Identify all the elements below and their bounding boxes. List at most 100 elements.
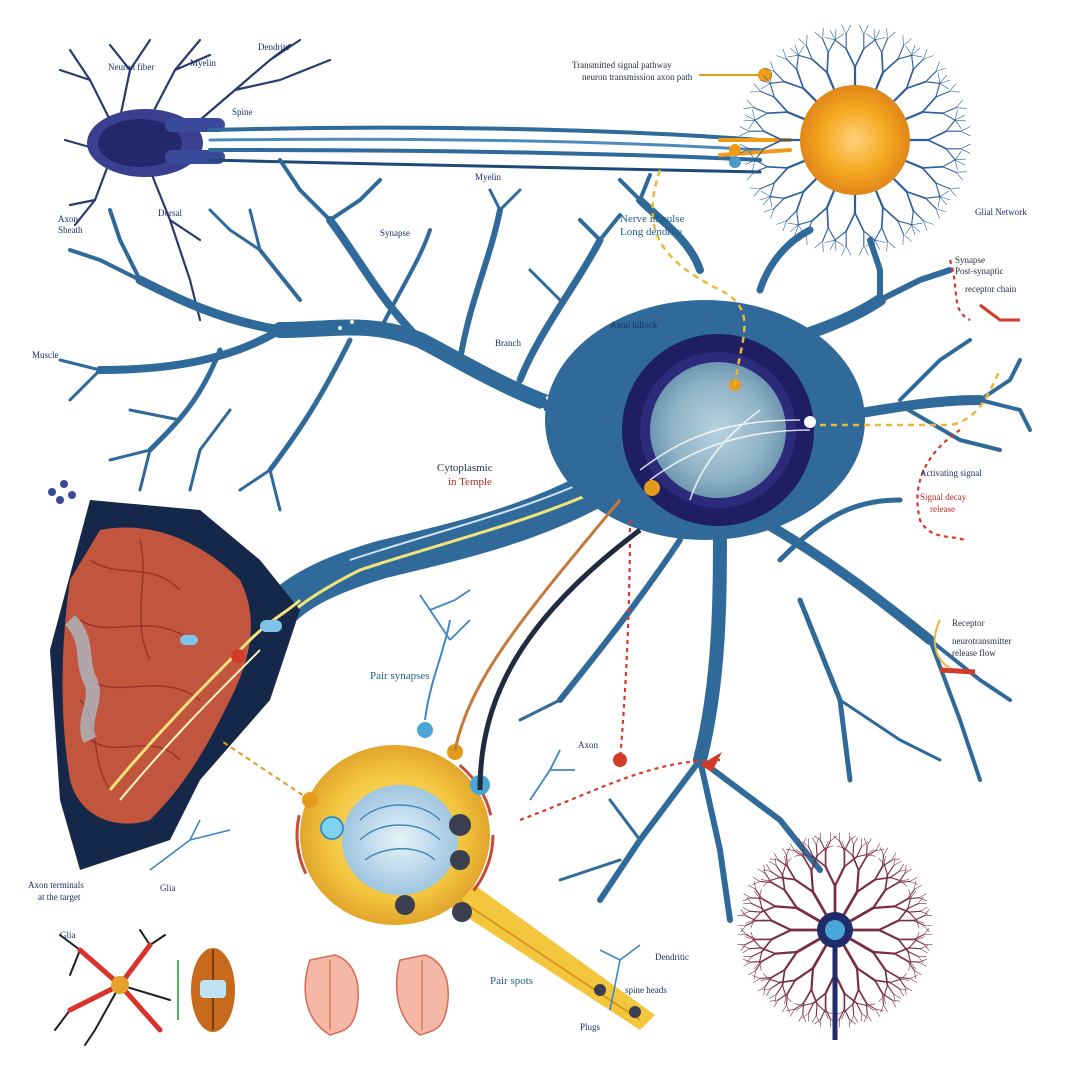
branch-segment bbox=[923, 925, 930, 933]
branch-segment bbox=[949, 187, 960, 189]
branch-segment bbox=[752, 109, 756, 121]
branch-segment bbox=[960, 126, 971, 132]
branch-segment bbox=[742, 897, 751, 902]
branch-segment bbox=[920, 945, 929, 949]
branch-segment bbox=[907, 951, 919, 957]
branch-segment bbox=[745, 159, 756, 165]
branch-segment bbox=[762, 130, 783, 141]
branch-segment bbox=[919, 958, 928, 963]
branch-segment bbox=[899, 863, 904, 872]
branch-segment bbox=[875, 843, 880, 851]
branch-segment bbox=[863, 1014, 868, 1023]
branch-segment bbox=[748, 885, 756, 890]
label-at-target: at the target bbox=[38, 892, 81, 902]
branch-segment bbox=[909, 978, 918, 983]
branch-segment bbox=[893, 857, 896, 866]
vesicle-dots bbox=[48, 480, 76, 504]
branch-segment bbox=[811, 940, 830, 970]
branch-segment bbox=[883, 847, 888, 856]
branch-segment bbox=[816, 836, 820, 845]
branch-segment bbox=[790, 224, 799, 233]
branch-segment bbox=[856, 1002, 869, 1007]
branch-segment bbox=[858, 24, 865, 35]
label-axon-myelin: Myelin bbox=[475, 172, 501, 182]
branch-segment bbox=[795, 68, 805, 90]
branch-segment bbox=[841, 840, 845, 849]
branch-segment bbox=[911, 210, 914, 226]
branch-segment bbox=[861, 841, 869, 848]
branch-segment bbox=[763, 208, 775, 213]
branch-segment bbox=[783, 190, 805, 200]
branch-segment bbox=[960, 130, 971, 137]
branch-segment bbox=[887, 31, 896, 40]
branch-segment bbox=[805, 45, 813, 60]
branch-segment bbox=[820, 840, 827, 852]
branch-segment bbox=[833, 865, 846, 888]
branch-segment bbox=[743, 961, 751, 967]
branch-segment bbox=[786, 1004, 790, 1013]
branch-segment bbox=[919, 961, 927, 967]
branch-segment bbox=[911, 54, 923, 58]
branch-segment bbox=[900, 978, 910, 981]
branch-segment bbox=[786, 1009, 795, 1011]
branch-segment bbox=[882, 859, 893, 867]
astrocyte bbox=[54, 929, 171, 1046]
branch-segment bbox=[777, 993, 788, 1001]
branch-segment bbox=[797, 54, 813, 60]
branch-segment bbox=[766, 111, 789, 115]
branch-segment bbox=[886, 28, 888, 40]
glia-soma bbox=[800, 85, 910, 195]
branch-segment bbox=[832, 835, 840, 842]
branch-segment bbox=[919, 893, 927, 899]
branch-segment bbox=[920, 907, 928, 912]
vesicle bbox=[417, 722, 433, 738]
label-spine-heads: spine heads bbox=[625, 985, 667, 995]
label-pair-synapses: Pair synapses bbox=[370, 670, 430, 682]
branch-segment bbox=[904, 986, 907, 996]
branch-segment bbox=[760, 905, 777, 913]
branch-segment bbox=[754, 890, 760, 898]
branch-segment bbox=[882, 854, 885, 867]
branch-segment bbox=[960, 143, 971, 150]
branch-segment bbox=[825, 1011, 834, 1015]
branch-segment bbox=[898, 872, 906, 883]
branch-segment bbox=[889, 981, 901, 990]
branch-segment bbox=[827, 39, 836, 53]
label-in-temple: in Temple bbox=[448, 476, 492, 488]
branch-segment bbox=[927, 130, 948, 141]
branch-segment bbox=[909, 877, 918, 882]
branch-segment bbox=[825, 840, 832, 852]
branch-segment bbox=[762, 869, 771, 872]
branch-segment bbox=[865, 33, 875, 40]
red-marker bbox=[939, 667, 976, 675]
branch-segment bbox=[867, 849, 875, 855]
branch-segment bbox=[827, 227, 836, 241]
branch-segment bbox=[758, 951, 763, 964]
branch-segment bbox=[802, 988, 813, 1004]
label-cytoplasmic: Cytoplasmic bbox=[437, 462, 493, 474]
branch-segment bbox=[802, 1002, 805, 1015]
branch-segment bbox=[855, 967, 860, 991]
branch-segment bbox=[921, 96, 937, 113]
branch-segment bbox=[893, 952, 909, 963]
branch-segment bbox=[786, 847, 790, 856]
top-left-dendrites bbox=[58, 38, 332, 322]
branch-segment bbox=[754, 112, 768, 121]
branch-segment bbox=[739, 148, 750, 154]
small-dendrite bbox=[419, 589, 575, 801]
branch-segment bbox=[899, 988, 904, 997]
branch-segment bbox=[850, 1015, 854, 1024]
branch-segment bbox=[781, 984, 787, 997]
branch-segment bbox=[830, 239, 836, 250]
branch-segment bbox=[774, 950, 798, 955]
label-dorsal: Dorsal bbox=[158, 208, 182, 218]
branch-segment bbox=[822, 28, 824, 40]
branch-segment bbox=[917, 896, 924, 904]
branch-segment bbox=[935, 208, 940, 219]
branch-segment bbox=[822, 38, 829, 53]
branch-segment bbox=[954, 115, 965, 121]
branch-segment bbox=[811, 58, 828, 74]
branch-segment bbox=[815, 1003, 818, 1016]
branch-segment bbox=[824, 239, 836, 243]
